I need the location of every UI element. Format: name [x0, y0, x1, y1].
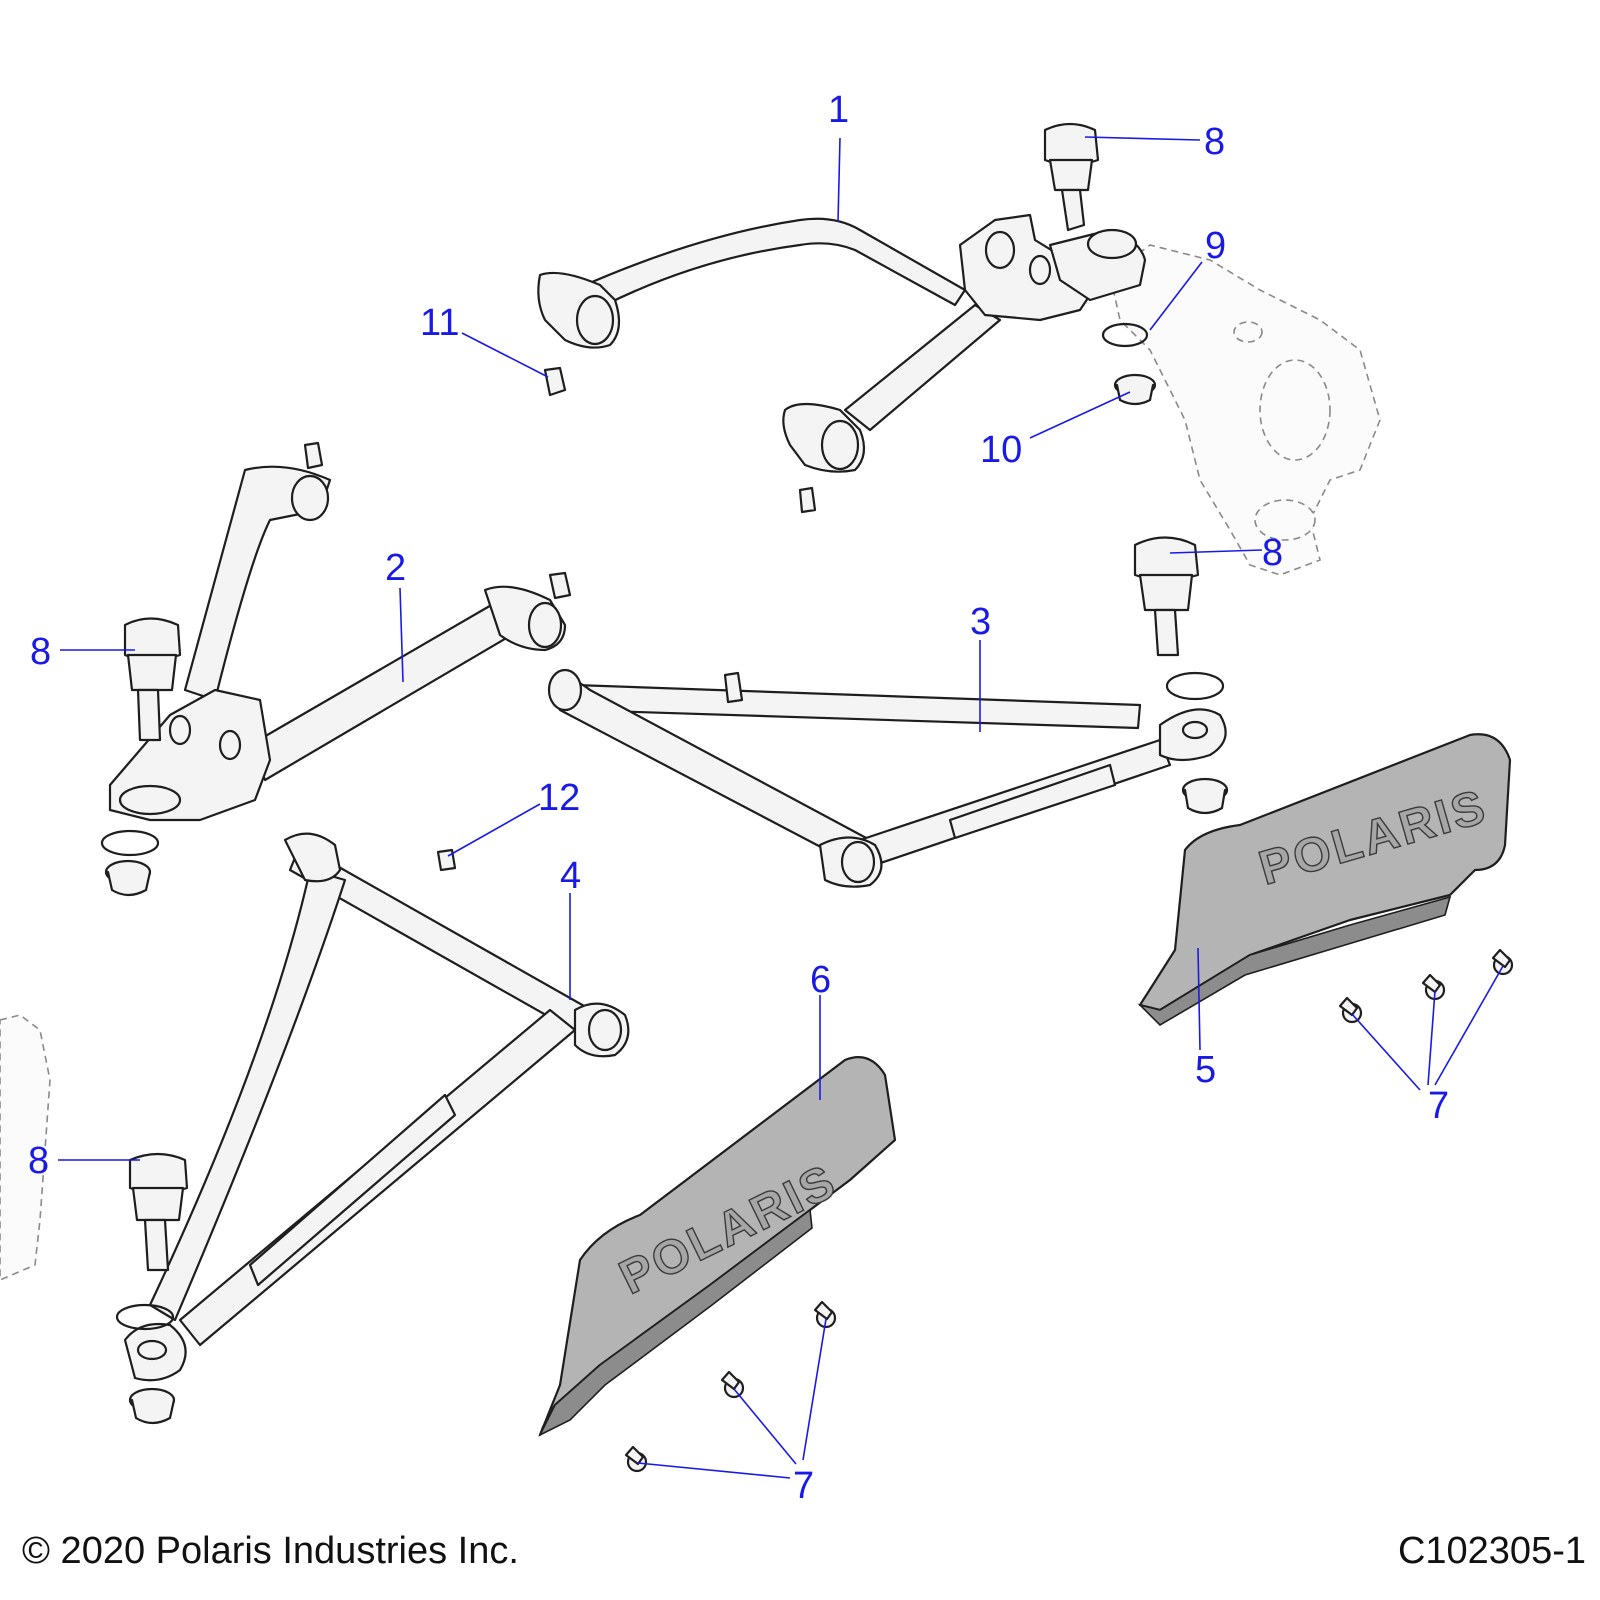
bolt-right-a [1491, 948, 1514, 976]
bushing-left-lower [128, 1387, 176, 1425]
callout-9: 9 [1205, 225, 1226, 267]
ball-joint-left-lower [128, 1152, 189, 1272]
upper-a-arm-right [537, 213, 1147, 473]
callout-2: 2 [385, 547, 406, 589]
spindle-ghost-right [1109, 244, 1381, 576]
bolt-left-a [813, 1300, 837, 1329]
callout-5: 5 [1195, 1049, 1216, 1091]
snap-ring-right [1165, 671, 1225, 701]
callout-labels: 1 8 9 11 10 8 2 3 8 12 4 6 5 7 8 7 [28, 89, 1449, 1507]
lower-a-arm-left [123, 832, 630, 1382]
bolt-left-c [624, 1445, 648, 1473]
callout-7-right: 7 [1428, 1085, 1449, 1127]
callout-1: 1 [828, 89, 849, 131]
skid-plate-left: POLARIS [538, 1056, 897, 1437]
callout-8-left-lower: 8 [28, 1140, 49, 1182]
upper-a-arm-left [108, 465, 567, 822]
ball-joint-top [1043, 122, 1100, 232]
snap-ring-left-upper [100, 829, 160, 857]
bushing-top [1113, 373, 1157, 406]
snap-ring-top [1101, 322, 1149, 348]
callout-8-top: 8 [1204, 121, 1225, 163]
bolt-left-b [720, 1370, 745, 1399]
snap-ring-left-lower [115, 1303, 175, 1331]
bushing-left-upper [104, 859, 152, 897]
grease-fittings-part-2 [303, 441, 572, 600]
bushing-right [1181, 777, 1229, 815]
callout-7-left: 7 [793, 1465, 814, 1507]
ball-joint-left-upper [123, 617, 182, 742]
leader-lines [58, 136, 1504, 1479]
callout-8-right: 8 [1262, 532, 1283, 574]
lower-a-arm-right [547, 668, 1227, 888]
callout-3: 3 [970, 601, 991, 643]
skid-plate-right: POLARIS [1137, 733, 1512, 1027]
grease-fitting-11 [543, 366, 817, 514]
spindle-ghost-left [0, 1014, 51, 1281]
copyright-notice: © 2020 Polaris Industries Inc. [22, 1530, 519, 1572]
callout-11: 11 [420, 302, 459, 344]
bolts-right [1338, 948, 1514, 1024]
callout-10: 10 [980, 429, 1022, 471]
callout-6: 6 [810, 959, 831, 1001]
figure-id: C102305-1 [1397, 1530, 1586, 1572]
callout-8-left-upper: 8 [30, 631, 51, 673]
bolt-right-b [1421, 973, 1446, 1001]
callout-4: 4 [560, 855, 581, 897]
ball-joint-right-middle [1133, 536, 1200, 657]
callout-12: 12 [538, 777, 580, 819]
bolts-left [624, 1300, 837, 1473]
bolt-right-c [1338, 996, 1363, 1024]
